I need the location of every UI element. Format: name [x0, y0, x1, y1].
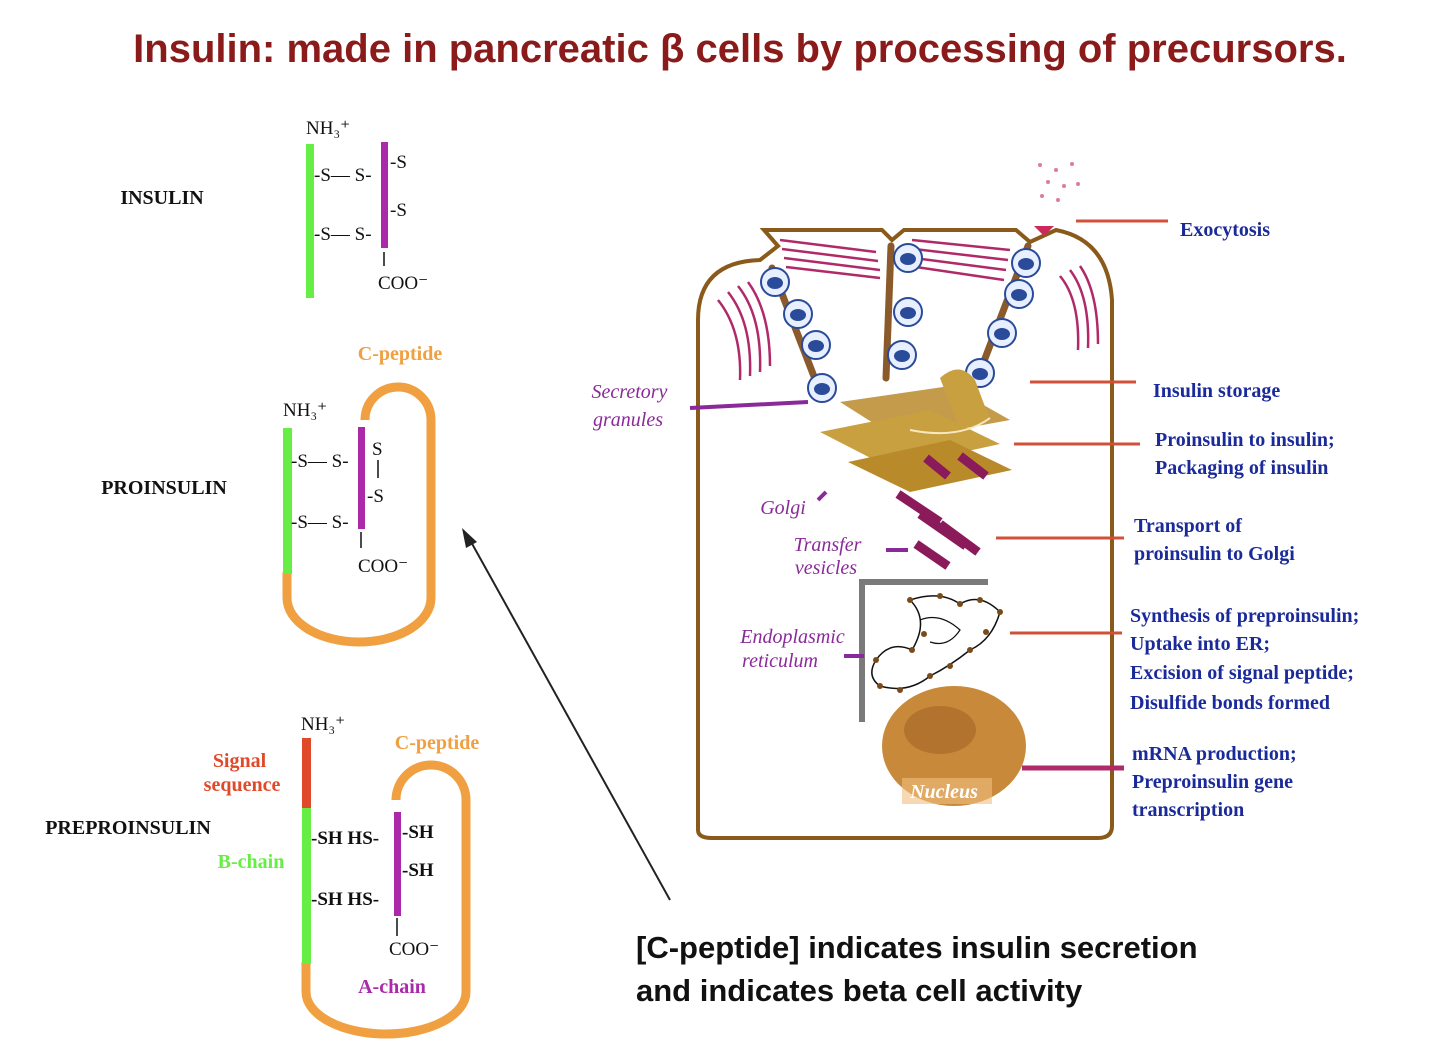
c-peptide-arrow	[462, 528, 671, 901]
proinsulin-disulfide-2: -S— S-	[291, 512, 349, 533]
nucleus: Nucleus	[882, 686, 1026, 806]
step-pointer-lines	[996, 219, 1168, 635]
organelle-pointer-lines	[689, 400, 908, 658]
insulin-storage-label: Insulin storage	[1153, 380, 1280, 402]
transport-label: Transport of proinsulin to Golgi	[1134, 515, 1295, 565]
exocytosis-label: Exocytosis	[1180, 219, 1270, 241]
insulin-coo-label: COO⁻	[378, 273, 428, 294]
preproinsulin-label: PREPROINSULIN	[45, 817, 211, 839]
preproinsulin-c-peptide-loop	[301, 760, 471, 1039]
insulin-b-chain	[306, 144, 314, 298]
insulin-disulfide-2: -S— S-	[314, 224, 372, 245]
proinsulin-disulfide-1: -S— S-	[291, 451, 349, 472]
insulin-nh3-label: NH₃⁺	[306, 118, 350, 139]
proinsulin-coo-label: COO⁻	[358, 556, 408, 577]
insulin-a-chain-s-2: -S	[390, 200, 407, 221]
exocytosis-release	[1034, 162, 1080, 236]
preproinsulin-molecule: PREPROINSULIN NH₃⁺ Signal sequence C-pep…	[45, 714, 480, 1039]
transfer-vesicle-bars	[895, 452, 989, 570]
page-title: Insulin: made in pancreatic β cells by p…	[133, 27, 1347, 71]
nucleus-label: Nucleus	[909, 781, 978, 803]
preproinsulin-a-chain-sh-1: -SH	[402, 822, 434, 843]
proinsulin-nh3-label: NH₃⁺	[283, 400, 327, 421]
preproinsulin-b-chain	[302, 808, 311, 964]
preproinsulin-nh3-label: NH₃⁺	[301, 714, 345, 735]
c-peptide-caption: [C-peptide] indicates insulin secretion …	[636, 930, 1206, 1008]
golgi-apparatus	[820, 369, 1012, 492]
insulin-a-chain-s-1: -S	[390, 152, 407, 173]
proinsulin-to-insulin-label: Proinsulin to insulin; Packaging of insu…	[1155, 429, 1340, 479]
signal-sequence-segment	[302, 738, 311, 808]
secretory-granules-label: Secretory granules	[592, 381, 673, 431]
preproinsulin-a-chain-sh-2: -SH	[402, 860, 434, 881]
endoplasmic-reticulum	[859, 579, 1003, 722]
proinsulin-c-peptide-loop	[282, 382, 436, 647]
insulin-a-chain	[381, 142, 388, 248]
insulin-label: INSULIN	[120, 187, 204, 209]
cytoskeleton-filaments	[717, 238, 1100, 381]
insulin-molecule: INSULIN NH₃⁺ -S— S- -S— S- -S -S COO⁻	[120, 118, 428, 298]
proinsulin-b-chain	[283, 428, 292, 574]
preproinsulin-sulfhydryl-pair-2: -SH HS-	[311, 889, 379, 910]
endoplasmic-reticulum-label: Endoplasmic reticulum	[739, 626, 849, 672]
a-chain-label: A-chain	[358, 976, 426, 998]
b-chain-label: B-chain	[218, 851, 285, 873]
preproinsulin-a-chain	[394, 812, 401, 916]
preproinsulin-c-peptide-label: C-peptide	[395, 732, 480, 754]
proinsulin-label: PROINSULIN	[101, 477, 227, 499]
synthesis-label: Synthesis of preproinsulin; Uptake into …	[1130, 605, 1364, 714]
mrna-production-label: mRNA production; Preproinsulin gene tran…	[1132, 743, 1302, 821]
signal-sequence-label: Signal sequence	[204, 750, 281, 796]
cell-membrane	[696, 227, 1114, 840]
insulin-disulfide-1: -S— S-	[314, 165, 372, 186]
transfer-vesicles-label: Transfer vesicles	[794, 534, 867, 579]
golgi-label: Golgi	[760, 497, 806, 519]
proinsulin-a-chain-s-1: S	[372, 439, 383, 460]
proinsulin-a-chain-s-2: -S	[367, 486, 384, 507]
beta-cell: Nucleus Secretory granules Golgi Transfe…	[592, 162, 1364, 840]
proinsulin-molecule: PROINSULIN C-peptide NH₃⁺ -S— S- -S— S- …	[101, 343, 443, 647]
preproinsulin-sulfhydryl-pair-1: -SH HS-	[311, 828, 379, 849]
proinsulin-c-peptide-label: C-peptide	[358, 343, 443, 365]
secretory-granule-set	[760, 243, 1041, 403]
proinsulin-a-chain	[358, 427, 365, 529]
preproinsulin-coo-label: COO⁻	[389, 939, 439, 960]
